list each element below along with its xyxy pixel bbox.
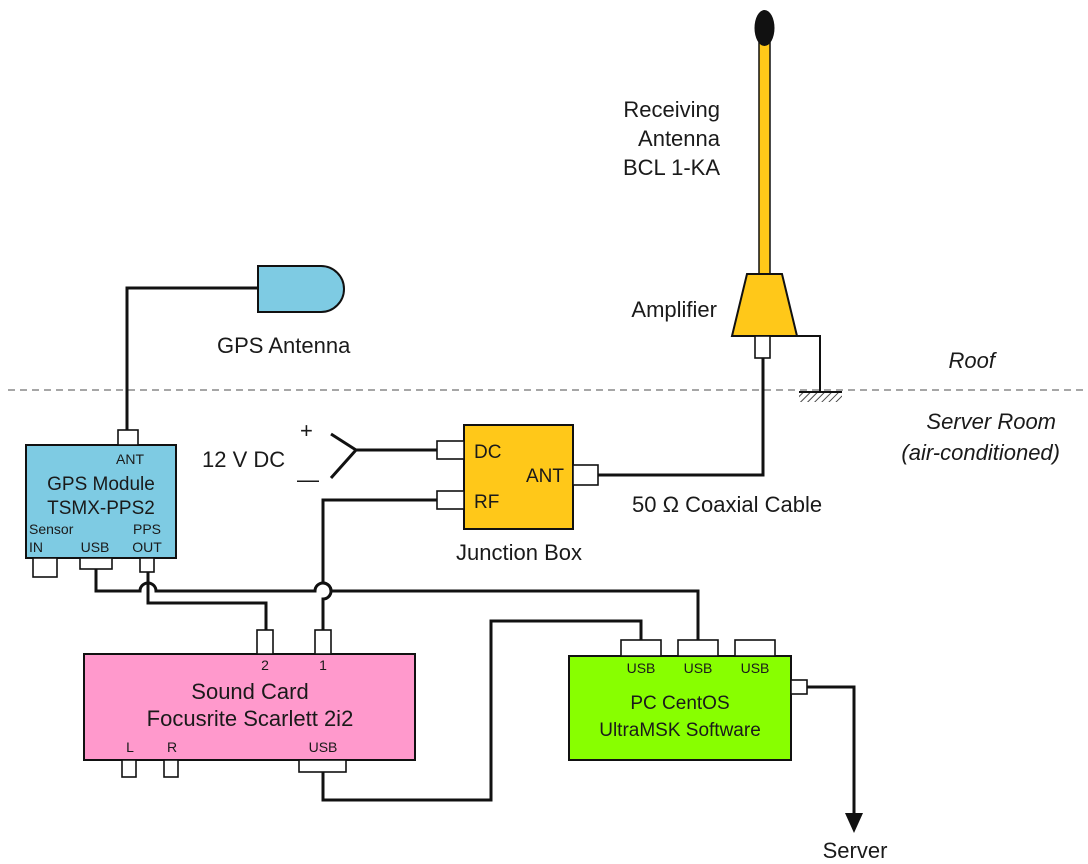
ground-wire: [797, 335, 821, 392]
gps-in-label: IN: [29, 539, 43, 555]
pc-usb2-label: USB: [684, 660, 713, 676]
sound-usb-port: [298, 759, 347, 773]
server-arrow-icon: [845, 813, 863, 833]
amplifier-icon: [730, 273, 799, 337]
server-room-label: Server Room: [926, 409, 1056, 434]
junction-ant-label: ANT: [526, 466, 564, 487]
gps-antenna-icon: [257, 265, 345, 313]
gps-pps-port: [139, 557, 155, 573]
server-cable: [807, 685, 856, 815]
junction-dc-port: [436, 440, 465, 460]
antenna-tip-icon: [754, 10, 775, 46]
pc-box: [568, 655, 792, 761]
power-plus-label: +: [300, 418, 313, 443]
amplifier-label: Amplifier: [631, 297, 717, 322]
power-minus-label: —: [297, 467, 319, 492]
pc-usb1-label: USB: [627, 660, 656, 676]
sound-r-port: [163, 759, 179, 778]
gps-out-label: OUT: [132, 539, 162, 555]
gps-module-title1: GPS Module: [47, 474, 155, 495]
sound-l-label: L: [126, 739, 134, 755]
server-room-sub-label: (air-conditioned): [901, 440, 1060, 465]
gps-usb-port: [79, 557, 113, 570]
gps-antenna-cable: [125, 286, 258, 430]
power-minus-lead: [329, 449, 358, 479]
antenna-label-line3: BCL 1-KA: [623, 155, 720, 180]
pc-usb3-port: [734, 639, 776, 657]
pc-usb2-port: [677, 639, 719, 657]
coax-label: 50 Ω Coaxial Cable: [632, 492, 822, 517]
pc-usb3-label: USB: [741, 660, 770, 676]
sound-input1-port: [314, 629, 332, 655]
sound-card-title1: Sound Card: [191, 679, 308, 704]
pc-network-port: [790, 679, 808, 695]
gps-usb-cable: [94, 569, 700, 640]
sound-usb-cable: [321, 619, 643, 802]
pps-cable: [146, 572, 268, 630]
junction-rf-port: [436, 490, 465, 510]
pc-title2: UltraMSK Software: [599, 720, 761, 741]
sound-l-port: [121, 759, 137, 778]
sound-input2-label: 2: [261, 657, 269, 673]
roof-label: Roof: [949, 348, 998, 373]
pc-title1: PC CentOS: [630, 693, 729, 714]
pc-usb1-port: [620, 639, 662, 657]
ground-icon: [799, 393, 842, 402]
sound-card-title2: Focusrite Scarlett 2i2: [147, 706, 354, 731]
power-plus-lead: [330, 432, 357, 452]
junction-rf-label: RF: [474, 492, 499, 513]
gps-antenna-label: GPS Antenna: [217, 333, 351, 358]
gps-module-title2: TSMX-PPS2: [47, 498, 155, 519]
junction-box-label: Junction Box: [456, 540, 582, 565]
gps-sensor-label: Sensor: [29, 521, 74, 537]
sound-card-box: [83, 653, 416, 761]
sound-r-label: R: [167, 739, 177, 755]
rf-cable: [321, 498, 437, 630]
gps-usb-label: USB: [81, 539, 110, 555]
gps-pps-label: PPS: [133, 521, 161, 537]
gps-sensor-port: [32, 557, 58, 578]
gps-ant-label: ANT: [116, 451, 144, 467]
junction-dc-label: DC: [474, 442, 501, 463]
sound-input1-label: 1: [319, 657, 327, 673]
antenna-label-line1: Receiving: [623, 97, 720, 122]
gps-ant-port: [117, 429, 139, 446]
power-label: 12 V DC: [202, 447, 285, 472]
junction-ant-port: [572, 464, 599, 486]
amplifier-port: [754, 335, 771, 359]
coax-cable: [598, 358, 765, 477]
server-label: Server: [823, 838, 888, 863]
antenna-mast: [758, 39, 771, 279]
junction-box: [463, 424, 574, 530]
sound-input2-port: [256, 629, 274, 655]
sound-usb-label: USB: [309, 739, 338, 755]
antenna-label-line2: Antenna: [638, 126, 721, 151]
